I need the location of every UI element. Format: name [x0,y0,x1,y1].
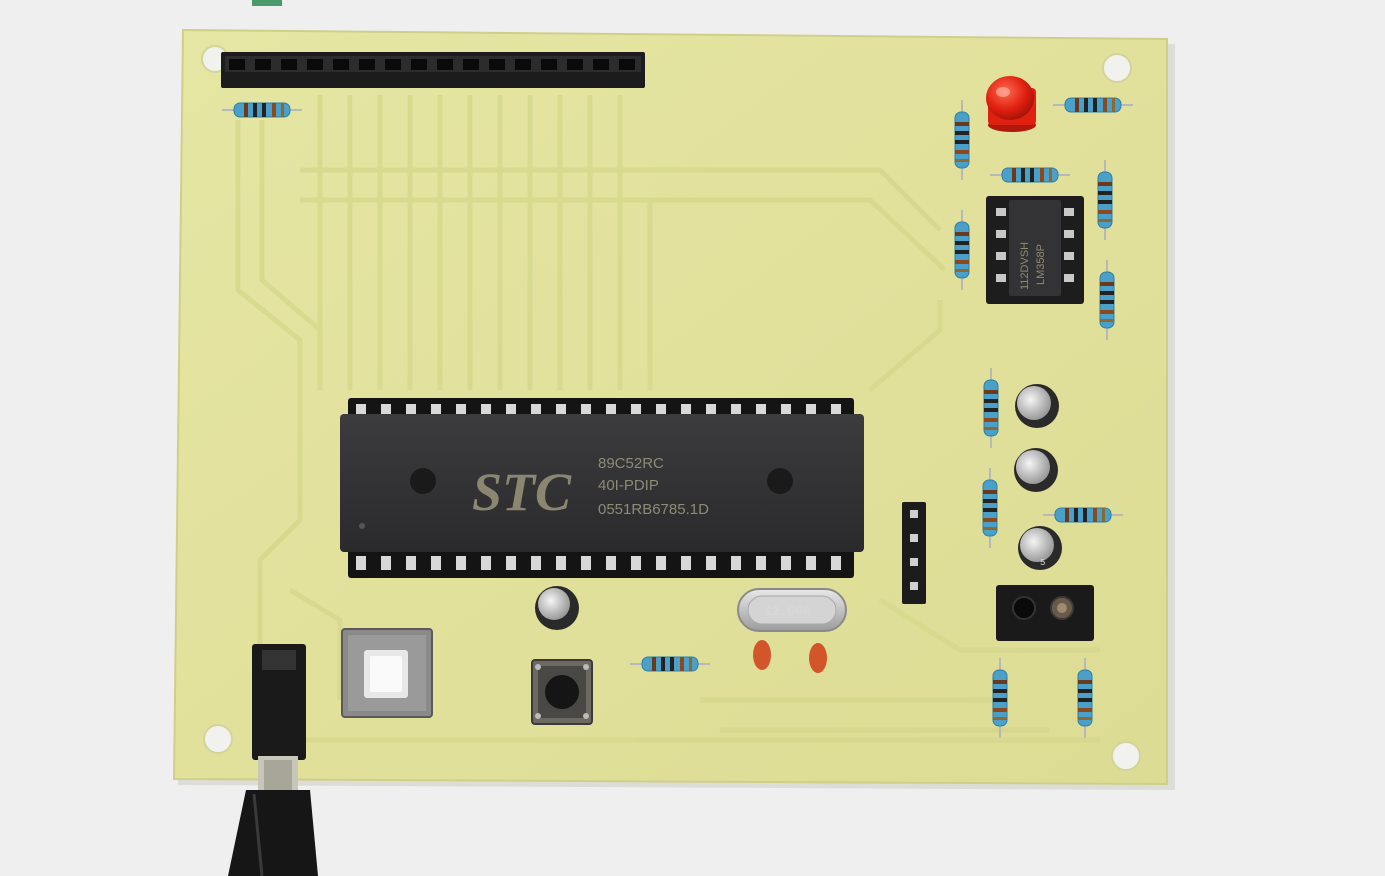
electrolytic-capacitors: 5 [535,384,1062,630]
header-socket-strip [221,52,645,88]
mcu-label-line2: 40I-PDIP [598,477,659,494]
mcu-label-line3: 0551RB6785.1D [598,501,709,518]
power-switch [341,628,433,718]
crystal-label: 12.000 [764,604,811,619]
crystal-oscillator: 12.000 [737,588,847,632]
ceramic-capacitors [753,640,827,673]
red-led [986,76,1036,132]
mounting-holes [201,45,1141,771]
opamp-ic: 112DVSH LM358P [986,196,1084,304]
green-object-edge [252,0,282,6]
tactile-reset-button [531,659,593,725]
mcu-label-line1: 89C52RC [598,455,664,472]
ir-receiver [996,585,1094,641]
pin-header-4 [902,502,926,604]
mcu-logo: STC [472,462,572,522]
mcu-chip: STC 89C52RC 40I-PDIP 0551RB6785.1D [340,398,864,578]
opamp-label-line2: LM358P [1035,244,1047,285]
dc-power-jack [228,644,318,876]
capacitor-polarity-mark: 5 [1040,558,1045,568]
opamp-label-line1: 112DVSH [1019,242,1031,290]
